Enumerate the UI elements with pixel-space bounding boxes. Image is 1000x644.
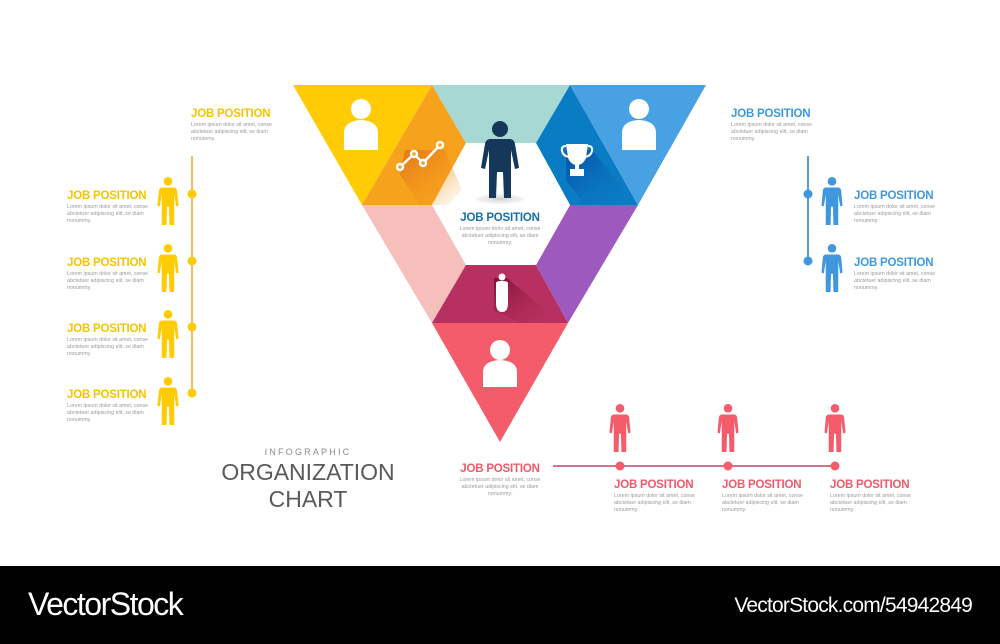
ground-shadow (476, 194, 524, 204)
org-chart-graphic (157, 85, 846, 471)
position-desc: Lorem ipsum dolor sit amet, conse abctet… (67, 271, 148, 291)
image-url: VectorStock.com/54942849 (734, 594, 972, 617)
chart-title: ORGANIZATION CHART (218, 459, 398, 513)
red-head-position: JOB POSITION Lorem ipsum dolor sit amet,… (457, 463, 543, 498)
position-desc: Lorem ipsum dolor sit amet, conse abctet… (614, 493, 695, 513)
position-title: JOB POSITION (191, 108, 271, 120)
person-icon (717, 404, 739, 452)
yellow-team-member: JOB POSITION Lorem ipsum dolor sit amet,… (67, 323, 153, 358)
person-icon (157, 244, 179, 292)
chart-icon-shadow (400, 150, 462, 205)
person-icon (157, 177, 179, 225)
position-desc: Lorem ipsum dolor sit amet, conse abctet… (854, 271, 935, 291)
red-timeline (553, 461, 840, 471)
person-icon-shadow (494, 278, 560, 323)
position-title: JOB POSITION (67, 323, 147, 335)
red-team-figures (609, 404, 846, 452)
infographic-canvas: JOB POSITION Lorem ipsum dolor sit amet,… (67, 85, 940, 514)
blue-timeline (803, 156, 813, 266)
user-bust-icon (622, 99, 656, 150)
segment-pink (362, 205, 466, 323)
position-desc: Lorem ipsum dolor sit amet, conse abctet… (67, 204, 148, 224)
position-desc: Lorem ipsum dolor sit amet, conse abctet… (67, 403, 148, 423)
blue-head-position: JOB POSITION Lorem ipsum dolor sit amet,… (731, 108, 817, 143)
person-icon (157, 377, 179, 425)
yellow-timeline (187, 156, 197, 398)
person-icon (821, 177, 843, 225)
chart-subtitle: INFOGRAPHIC (264, 447, 352, 457)
blue-team-figures (821, 177, 843, 292)
position-title: JOB POSITION (830, 479, 910, 491)
person-small-icon (496, 273, 508, 312)
person-icon (157, 310, 179, 358)
blue-team-member: JOB POSITION Lorem ipsum dolor sit amet,… (854, 257, 940, 292)
position-desc: Lorem ipsum dolor sit amet, conse abctet… (459, 477, 541, 497)
position-desc: Lorem ipsum dolor sit amet, conse abctet… (67, 337, 148, 357)
user-bust-icon (483, 340, 517, 387)
user-bust-icon (344, 99, 378, 150)
position-title: JOB POSITION (67, 190, 147, 202)
position-desc: Lorem ipsum dolor sit amet, conse abctet… (722, 493, 803, 513)
position-title: JOB POSITION (67, 257, 147, 269)
person-icon (824, 404, 846, 452)
red-team-member: JOB POSITION Lorem ipsum dolor sit amet,… (614, 479, 700, 514)
trophy-icon-shadow (566, 150, 630, 205)
segment-teal (432, 85, 570, 143)
vectorstock-logo: VectorStock (28, 586, 184, 622)
position-title: JOB POSITION (614, 479, 694, 491)
yellow-team-member: JOB POSITION Lorem ipsum dolor sit amet,… (67, 389, 153, 424)
person-standing-icon (481, 121, 519, 198)
position-title: JOB POSITION (854, 190, 934, 202)
position-desc: Lorem ipsum dolor sit amet, conse abctet… (854, 204, 935, 224)
person-icon (609, 404, 631, 452)
blue-team-member: JOB POSITION Lorem ipsum dolor sit amet,… (854, 190, 940, 225)
yellow-team-figures (157, 177, 179, 425)
chart-title-line2: CHART (268, 486, 348, 512)
line-chart-icon (395, 140, 445, 172)
trophy-icon (560, 144, 594, 176)
yellow-head-position: JOB POSITION Lorem ipsum dolor sit amet,… (191, 108, 277, 143)
position-title: JOB POSITION (460, 212, 540, 224)
position-title: JOB POSITION (67, 389, 147, 401)
position-title: JOB POSITION (854, 257, 934, 269)
chart-title-line1: ORGANIZATION (221, 459, 395, 485)
position-desc: Lorem ipsum dolor sit amet, conse abctet… (191, 122, 272, 142)
position-desc: Lorem ipsum dolor sit amet, conse abctet… (459, 226, 541, 246)
position-title: JOB POSITION (722, 479, 802, 491)
position-desc: Lorem ipsum dolor sit amet, conse abctet… (731, 122, 812, 142)
red-team-member: JOB POSITION Lorem ipsum dolor sit amet,… (830, 479, 916, 514)
red-team-member: JOB POSITION Lorem ipsum dolor sit amet,… (722, 479, 808, 514)
center-hexagon (432, 143, 570, 265)
yellow-team-member: JOB POSITION Lorem ipsum dolor sit amet,… (67, 257, 153, 292)
position-title: JOB POSITION (460, 463, 540, 475)
person-icon (821, 244, 843, 292)
segment-purple (536, 205, 638, 323)
position-desc: Lorem ipsum dolor sit amet, conse abctet… (830, 493, 911, 513)
position-title: JOB POSITION (731, 108, 811, 120)
center-position: JOB POSITION Lorem ipsum dolor sit amet,… (450, 212, 550, 247)
yellow-team-member: JOB POSITION Lorem ipsum dolor sit amet,… (67, 190, 153, 225)
watermark-footer: VectorStock VectorStock.com/54942849 (0, 566, 1000, 644)
